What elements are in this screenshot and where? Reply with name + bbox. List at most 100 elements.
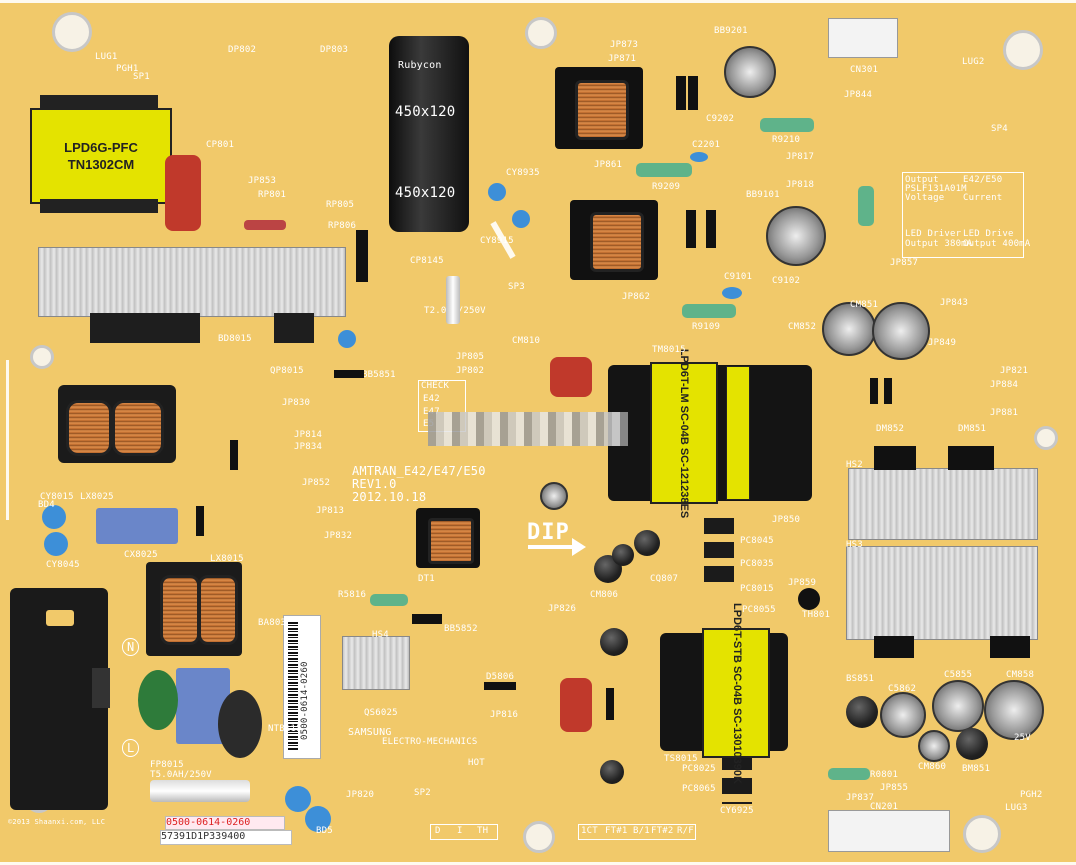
silk-lx8015: LX8015 [210, 554, 244, 564]
output-row-2: PSLF131A01M [905, 184, 967, 194]
silk-r9209: R9209 [652, 182, 681, 192]
heatsink-right-bottom [846, 546, 1038, 640]
choke-winding-right [112, 400, 164, 456]
silk-r9210: R9210 [772, 135, 801, 145]
diode-dm852 [874, 446, 916, 470]
dt1-winding [428, 518, 474, 564]
diode-ds853 [874, 636, 914, 658]
capacitor-cm858 [984, 680, 1044, 740]
main-cap-rating-top: 450x120 [395, 104, 456, 120]
silk-pc8025: PC8025 [682, 764, 716, 774]
mounting-hole-top-center [525, 17, 557, 49]
silk-ba803: BA803 [258, 618, 287, 628]
silk-cm810: CM810 [512, 336, 541, 346]
resistor-r5816 [370, 594, 408, 606]
silk-jp813: JP813 [316, 506, 345, 516]
capacitor-cm852 [822, 302, 876, 356]
y-capacitor-cy8915 [512, 210, 530, 228]
silk-c9202: C9202 [706, 114, 735, 124]
silk-bb5851: BB5851 [362, 370, 396, 380]
bottom-label-i: I [457, 826, 463, 836]
bridge-rectifier-bd8015 [90, 313, 200, 343]
silk-bm851: BM851 [962, 764, 991, 774]
copyright-text: ©2013 Shaanxi.com, LLC [8, 818, 106, 826]
silk-dp802: DP802 [228, 45, 257, 55]
silk-rp805: RP805 [326, 200, 355, 210]
silk-jp884: JP884 [990, 380, 1019, 390]
main-transformer-text: LPD6T-LM SC-04B SC-121238ES [678, 348, 691, 518]
socket-slot [46, 610, 74, 626]
silk-cy8015: CY8015 [40, 492, 74, 502]
barcode-bars [288, 622, 298, 750]
mounting-hole-right [1034, 426, 1058, 450]
y-capacitor-cp818 [338, 330, 356, 348]
silk-jp881: JP881 [990, 408, 1019, 418]
silk-border-left [6, 360, 9, 520]
silk-cy6925: CY6925 [720, 806, 754, 816]
silk-cq807: CQ807 [650, 574, 679, 584]
connector-cn301 [828, 18, 898, 58]
silk-jp834: JP834 [294, 442, 323, 452]
blurred-region [428, 412, 628, 446]
silk-cn301: CN301 [850, 65, 879, 75]
silk-r9109: R9109 [692, 322, 721, 332]
varistor-green [138, 670, 178, 730]
diode-dm851 [948, 446, 994, 470]
heatsink-left [38, 247, 346, 317]
optocouplers-pc80x5 [704, 518, 734, 588]
silk-pc8055: PC8055 [742, 605, 776, 615]
silk-sp3: SP3 [508, 282, 525, 292]
silk-dt1: DT1 [418, 574, 435, 584]
aux-transformer-winding-2 [590, 212, 644, 272]
silk-fuse-rating: T5.0AH/250V [150, 770, 212, 780]
capacitor-c5855 [932, 680, 984, 732]
barcode-sticker: 0500-0614-0260 [283, 615, 321, 759]
silk-jp855: JP855 [880, 783, 909, 793]
output-row-5: LED Drive [963, 229, 1014, 239]
silk-bd4: BD4 [38, 500, 55, 510]
silk-r0801: R0801 [870, 770, 899, 780]
silk-jp816: JP816 [490, 710, 519, 720]
capacitor-c9102 [766, 206, 826, 266]
dip-arrow-head [572, 538, 586, 556]
silk-cn201: CN201 [870, 802, 899, 812]
main-cap-rating-bottom: 450x120 [395, 185, 456, 201]
silk-qs6025: QS6025 [364, 708, 398, 718]
silk-pc8045: PC8045 [740, 536, 774, 546]
mosfet-qp8015 [274, 313, 314, 343]
diode-d9103 [686, 210, 696, 248]
silk-jp859: JP859 [788, 578, 817, 588]
silk-jp837: JP837 [846, 793, 875, 803]
mounting-hole-lug3 [963, 815, 1001, 853]
silk-cp801: CP801 [206, 140, 235, 150]
bottom-label-1ct: 1CT [581, 826, 598, 836]
silk-jp832: JP832 [324, 531, 353, 541]
silk-n-marker: N [122, 638, 140, 656]
silk-bb5852: BB5852 [444, 624, 478, 634]
y-capacitor-cy8935 [488, 183, 506, 201]
output-spec-table: Output Voltage Current E42/E50 PSLF131A0… [902, 172, 1030, 258]
pfc-transformer-label-2: TN1302CM [67, 157, 135, 172]
output-row-4: Output 380mA [905, 239, 973, 249]
mounting-hole-bottom-center [523, 821, 555, 853]
silk-jp814: JP814 [294, 430, 323, 440]
silk-c5855: C5855 [944, 670, 973, 680]
bottom-label-box-left: D I TH [430, 824, 498, 840]
main-cap-brand: Rubycon [398, 60, 442, 71]
bottom-label-th: TH [477, 826, 489, 836]
pfc-transformer-core-bottom [40, 199, 158, 213]
bottom-label-ft2: FT#2 [651, 826, 674, 836]
silk-jp852: JP852 [302, 478, 331, 488]
thermistor-th801 [798, 588, 820, 610]
heatsink-right-top [848, 468, 1038, 540]
main-transformer-tape [726, 366, 750, 500]
film-capacitor-cm810 [550, 357, 592, 397]
silk-cy8915: CY8915 [480, 236, 514, 246]
silk-d5806: D5806 [486, 672, 515, 682]
silk-c9102: C9102 [772, 276, 801, 286]
silk-tm8015: TM8015 [652, 345, 686, 355]
silk-c5862: C5862 [888, 684, 917, 694]
rev-text: REV1.0 [352, 477, 397, 491]
cap-c2201 [690, 152, 708, 162]
